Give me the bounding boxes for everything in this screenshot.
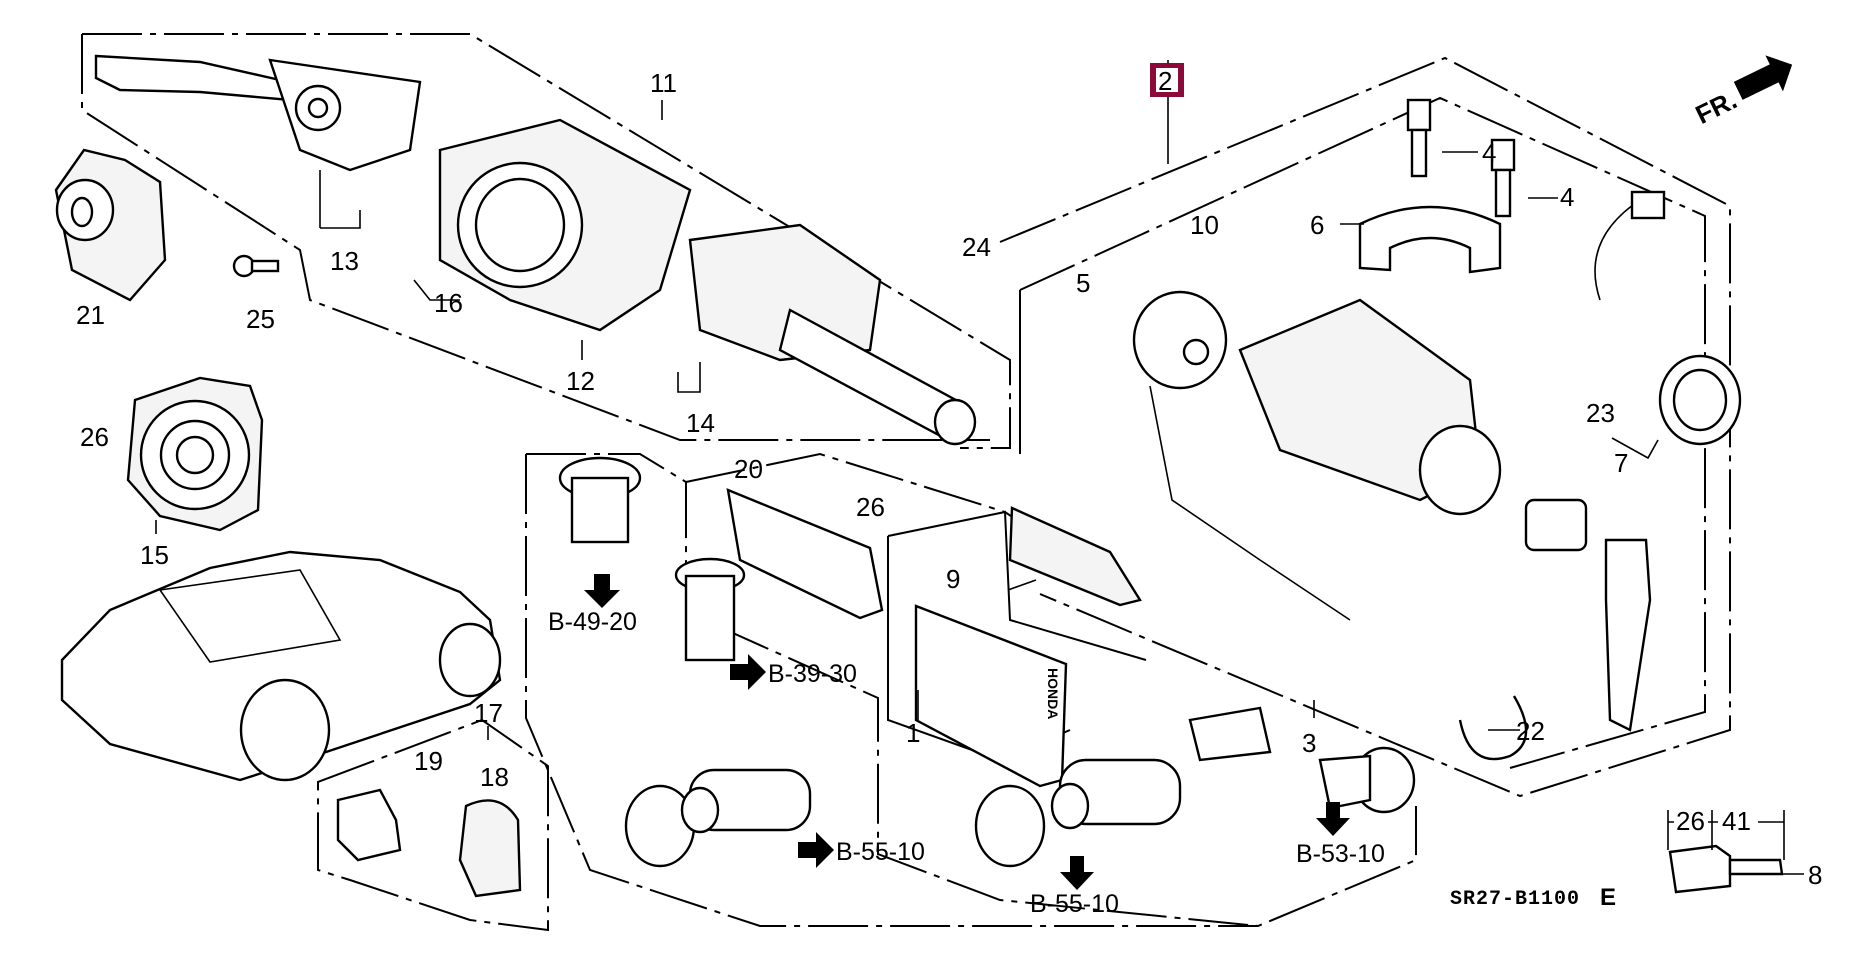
callout-20: 20 <box>734 454 763 484</box>
part-21 <box>54 148 167 302</box>
part-10-ignition-lock-ring <box>1132 290 1351 621</box>
part-car-outline <box>60 550 502 782</box>
callout-6: 6 <box>1310 210 1324 240</box>
reference-5-label[interactable]: B-53-10 <box>1296 840 1385 868</box>
frame-door-locks <box>525 452 1417 928</box>
callout-4b: 4 <box>1560 182 1574 212</box>
callout-13: 13 <box>330 246 359 276</box>
callout-21: 21 <box>76 300 105 330</box>
part-6-clamp <box>1358 205 1502 274</box>
callout-24: 24 <box>962 232 991 262</box>
callout-14: 14 <box>686 408 715 438</box>
frame-key-cylinder-set <box>999 56 1731 798</box>
part-7-immobilizer <box>1594 190 1742 446</box>
callout-4a: 4 <box>1482 138 1496 168</box>
callout-12: 12 <box>566 366 595 396</box>
callout-11: 11 <box>650 68 677 98</box>
callout-19: 19 <box>414 746 443 776</box>
arrow-right-icon <box>1733 55 1793 100</box>
callout-15: 15 <box>140 540 169 570</box>
reference-1: B-49-20 <box>548 574 637 636</box>
part-25-screw <box>232 254 280 278</box>
reference-4: B-55-10 <box>1030 856 1119 918</box>
reference-2-label[interactable]: B-39-30 <box>768 660 857 688</box>
part-17-sensor <box>336 788 522 898</box>
callout-16: 16 <box>434 288 463 318</box>
part-door-cylinders <box>624 706 1416 868</box>
reference-5: B-53-10 <box>1296 802 1385 868</box>
reference-3: B-55-10 <box>798 832 925 868</box>
arrow-down-icon <box>584 574 620 608</box>
callout-10: 10 <box>1190 210 1219 240</box>
arrow-right-icon <box>730 654 766 690</box>
part-light-switch-lever <box>94 54 422 172</box>
part-keys <box>1524 498 1652 732</box>
part-15-cable-reel <box>126 376 264 532</box>
callout-7: 7 <box>1614 448 1628 478</box>
frame-combination-switch <box>81 33 1011 449</box>
part-22-clip <box>1458 695 1528 761</box>
part-trunk-cylinder <box>558 456 746 662</box>
callout-18: 18 <box>480 762 509 792</box>
reference-3-label[interactable]: B-55-10 <box>836 838 925 866</box>
callout-26b: 26 <box>856 492 885 522</box>
reference-1-label[interactable]: B-49-20 <box>548 608 637 636</box>
part-4-bolts <box>1406 98 1516 218</box>
callout-1: 1 <box>906 718 920 748</box>
callout-8: 8 <box>1808 860 1822 890</box>
key-dimension-blade: 41 <box>1722 806 1751 836</box>
part-ignition-body <box>1238 298 1502 516</box>
frame-sensor <box>317 718 549 932</box>
drawing-code-suffix: E <box>1600 884 1616 911</box>
reference-4-label[interactable]: B-55-10 <box>1030 890 1119 918</box>
honda-logo-text: HONDA <box>1045 668 1061 719</box>
callout-25: 25 <box>246 304 275 334</box>
arrow-right-icon <box>798 832 834 868</box>
arrow-down-icon <box>1060 856 1094 890</box>
callout-17: 17 <box>474 698 503 728</box>
key-dimension-head: 26 <box>1676 806 1705 836</box>
callout-5: 5 <box>1076 268 1090 298</box>
callout-2: 2 <box>1158 66 1172 96</box>
reference-2: B-39-30 <box>730 654 857 690</box>
drawing-code: SR27-B1100 <box>1450 888 1580 911</box>
callout-9: 9 <box>946 564 960 594</box>
callout-3: 3 <box>1302 728 1316 758</box>
arrow-down-icon <box>1316 802 1350 836</box>
part-20-bracket <box>726 488 884 620</box>
part-combination-switch-body <box>438 118 977 446</box>
key-dimension: 26 41 <box>1667 806 1785 860</box>
callout-22: 22 <box>1516 716 1545 746</box>
part-1-key-card: HONDA <box>914 604 1068 788</box>
callout-26a: 26 <box>80 422 109 452</box>
callout-23: 23 <box>1586 398 1615 428</box>
part-3-control-unit <box>1008 506 1142 607</box>
